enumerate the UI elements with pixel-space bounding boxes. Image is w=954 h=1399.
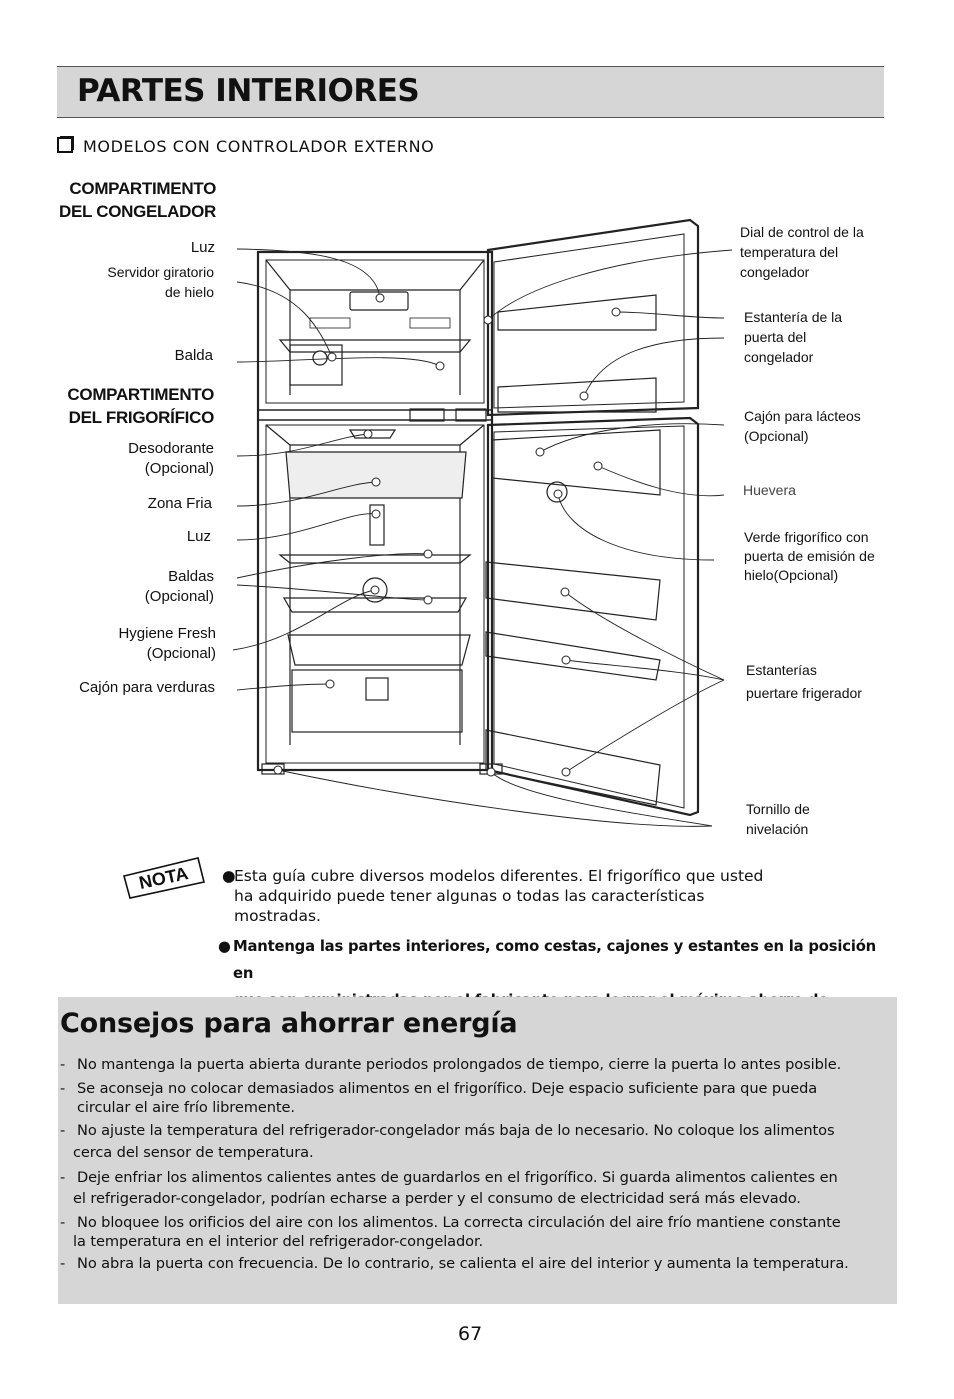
label-line: Hygiene Fresh [118, 625, 216, 642]
subtitle-text: MODELOS CON CONTROLADOR EXTERNO [83, 137, 435, 156]
label-line: Desodorante [128, 440, 214, 457]
label-freezer-door-shelf: Estantería de la puerta del congelador [744, 307, 934, 367]
deodorizer [348, 429, 397, 439]
tip-line: la temperatura en el interior del refrig… [73, 1233, 484, 1250]
label-ice-door: Verde frigorífico con puerta de emisión … [744, 528, 944, 585]
tip-item: - No mantenga la puerta abierta durante … [60, 1055, 900, 1074]
label-line: temperatura del [740, 244, 839, 260]
page-number: 67 [458, 1323, 483, 1345]
label-line: (Opcional) [144, 460, 214, 477]
label-line: Verde frigorífico con [744, 529, 869, 545]
label-line: Estanterías [746, 662, 817, 678]
refrigerator-diagram [232, 218, 733, 827]
freezer-door-shelf-2 [497, 377, 657, 413]
label-line: Tornillo de [746, 801, 810, 817]
foot-left [261, 763, 285, 775]
label-line: Cajón para lácteos [744, 408, 861, 424]
label-line: nivelación [746, 821, 809, 837]
label-luz-bottom: Luz [186, 528, 211, 545]
page-title: PARTES INTERIORES [77, 73, 420, 109]
note-item-1: ● Esta guía cubre diversos modelos difer… [222, 866, 822, 926]
freezer-shelf [278, 339, 472, 353]
label-dial: Dial de control de la temperatura del co… [740, 222, 940, 282]
vegetable-drawer [291, 669, 463, 733]
hygiene-fresh [362, 577, 388, 603]
label-luz-top: Luz [190, 239, 215, 256]
label-line: Baldas [168, 568, 214, 585]
label-fridge-door-shelves: Estanterías puertare frigerador [746, 659, 936, 705]
label-egg-tray: Huevera [743, 482, 796, 498]
label-line: (Opcional) [744, 428, 809, 444]
energy-tips-title: Consejos para ahorrar energía [60, 1008, 518, 1039]
tip-line: cerca del sensor de temperatura. [73, 1144, 314, 1161]
label-line: Dial de control de la [740, 224, 864, 240]
control-panel [409, 408, 445, 422]
ice-server [289, 344, 343, 386]
label-line: (Opcional) [146, 645, 216, 662]
dairy-compartment [491, 429, 661, 496]
heading-line: COMPARTIMENTO [67, 385, 214, 404]
door-bin-2 [485, 631, 661, 681]
fridge-shelf-2 [282, 597, 468, 613]
note-line: Mantenga las partes interiores, como ces… [233, 938, 876, 982]
label-deodorizer: Desodorante (Opcional) [60, 439, 214, 479]
door-bin-1 [485, 561, 661, 621]
label-line: Estantería de la [744, 309, 843, 325]
checkbox-square-icon [57, 137, 73, 153]
leader-lines [232, 248, 733, 827]
door-bin-3 [485, 729, 661, 806]
label-vegetable-drawer: Cajón para verduras [79, 679, 215, 696]
section-subtitle: MODELOS CON CONTROLADOR EXTERNO [57, 137, 434, 156]
tip-line: No abra la puerta con frecuencia. De lo … [77, 1255, 849, 1272]
heading-line: DEL FRIGORÍFICO [68, 408, 215, 427]
heading-line: COMPARTIMENTO [69, 179, 216, 198]
leader-dots [273, 293, 621, 777]
tip-item: - Deje enfriar los alimentos calientes a… [60, 1167, 900, 1209]
ice-dispenser [546, 481, 568, 503]
freezer-compartment-heading: COMPARTIMENTO DEL CONGELADOR [20, 177, 216, 223]
label-hygiene-fresh: Hygiene Fresh (Opcional) [40, 624, 216, 664]
fridge-compartment-heading: COMPARTIMENTO DEL FRIGORÍFICO [20, 383, 214, 429]
tip-item: - Se aconseja no colocar demasiados alim… [60, 1079, 900, 1117]
label-line: hielo(Opcional) [744, 567, 839, 583]
note-line: ha adquirido puede tener algunas o todas… [234, 887, 705, 905]
note-line: mostradas. [234, 907, 321, 925]
label-shelves: Baldas (Opcional) [60, 567, 214, 607]
crisper-cover [287, 634, 471, 666]
label-balda: Balda [174, 347, 213, 364]
tip-line: No ajuste la temperatura del refrigerado… [77, 1122, 835, 1139]
heading-line: DEL CONGELADOR [59, 202, 216, 221]
label-line: puertare frigerador [746, 685, 862, 701]
page-title-bar: PARTES INTERIORES [57, 66, 884, 118]
tip-item: - No bloquee los orificios del aire con … [60, 1213, 900, 1251]
tip-line: No bloquee los orificios del aire con lo… [77, 1214, 841, 1231]
label-line: congelador [744, 349, 814, 365]
nota-badge: NOTA [123, 857, 205, 899]
label-leveling-screw: Tornillo de nivelación [746, 799, 896, 839]
label-line: Servidor giratorio [107, 264, 214, 280]
label-line: congelador [740, 264, 810, 280]
tip-line: No mantenga la puerta abierta durante pe… [77, 1056, 842, 1073]
cold-zone-drawer [285, 451, 467, 499]
label-line: de hielo [164, 284, 214, 300]
fridge-light [369, 504, 385, 546]
tip-line: Se aconseja no colocar demasiados alimen… [77, 1080, 818, 1097]
label-cold-zone: Zona Fria [147, 495, 212, 512]
fridge-door [486, 416, 700, 817]
freezer-door-shelf-1 [497, 294, 657, 331]
label-dairy: Cajón para lácteos (Opcional) [744, 406, 934, 446]
tip-line: Deje enfriar los alimentos calientes ant… [77, 1169, 838, 1186]
tip-item: - No ajuste la temperatura del refrigera… [60, 1120, 900, 1164]
energy-tips-box [58, 997, 897, 1304]
label-line: (Opcional) [144, 588, 214, 605]
note-line: Esta guía cubre diversos modelos diferen… [234, 867, 764, 885]
tip-line: circular el aire frío libremente. [77, 1099, 295, 1116]
label-line: puerta de emisión de [744, 548, 875, 564]
tip-item: - No abra la puerta con frecuencia. De l… [60, 1254, 900, 1273]
freezer-vents [309, 317, 451, 329]
tip-line: el refrigerador-congelador, podrían echa… [73, 1190, 801, 1207]
label-line: puerta del [744, 329, 807, 345]
label-ice-server: Servidor giratorio de hielo [60, 262, 214, 302]
fridge-shelf-1 [278, 554, 472, 564]
